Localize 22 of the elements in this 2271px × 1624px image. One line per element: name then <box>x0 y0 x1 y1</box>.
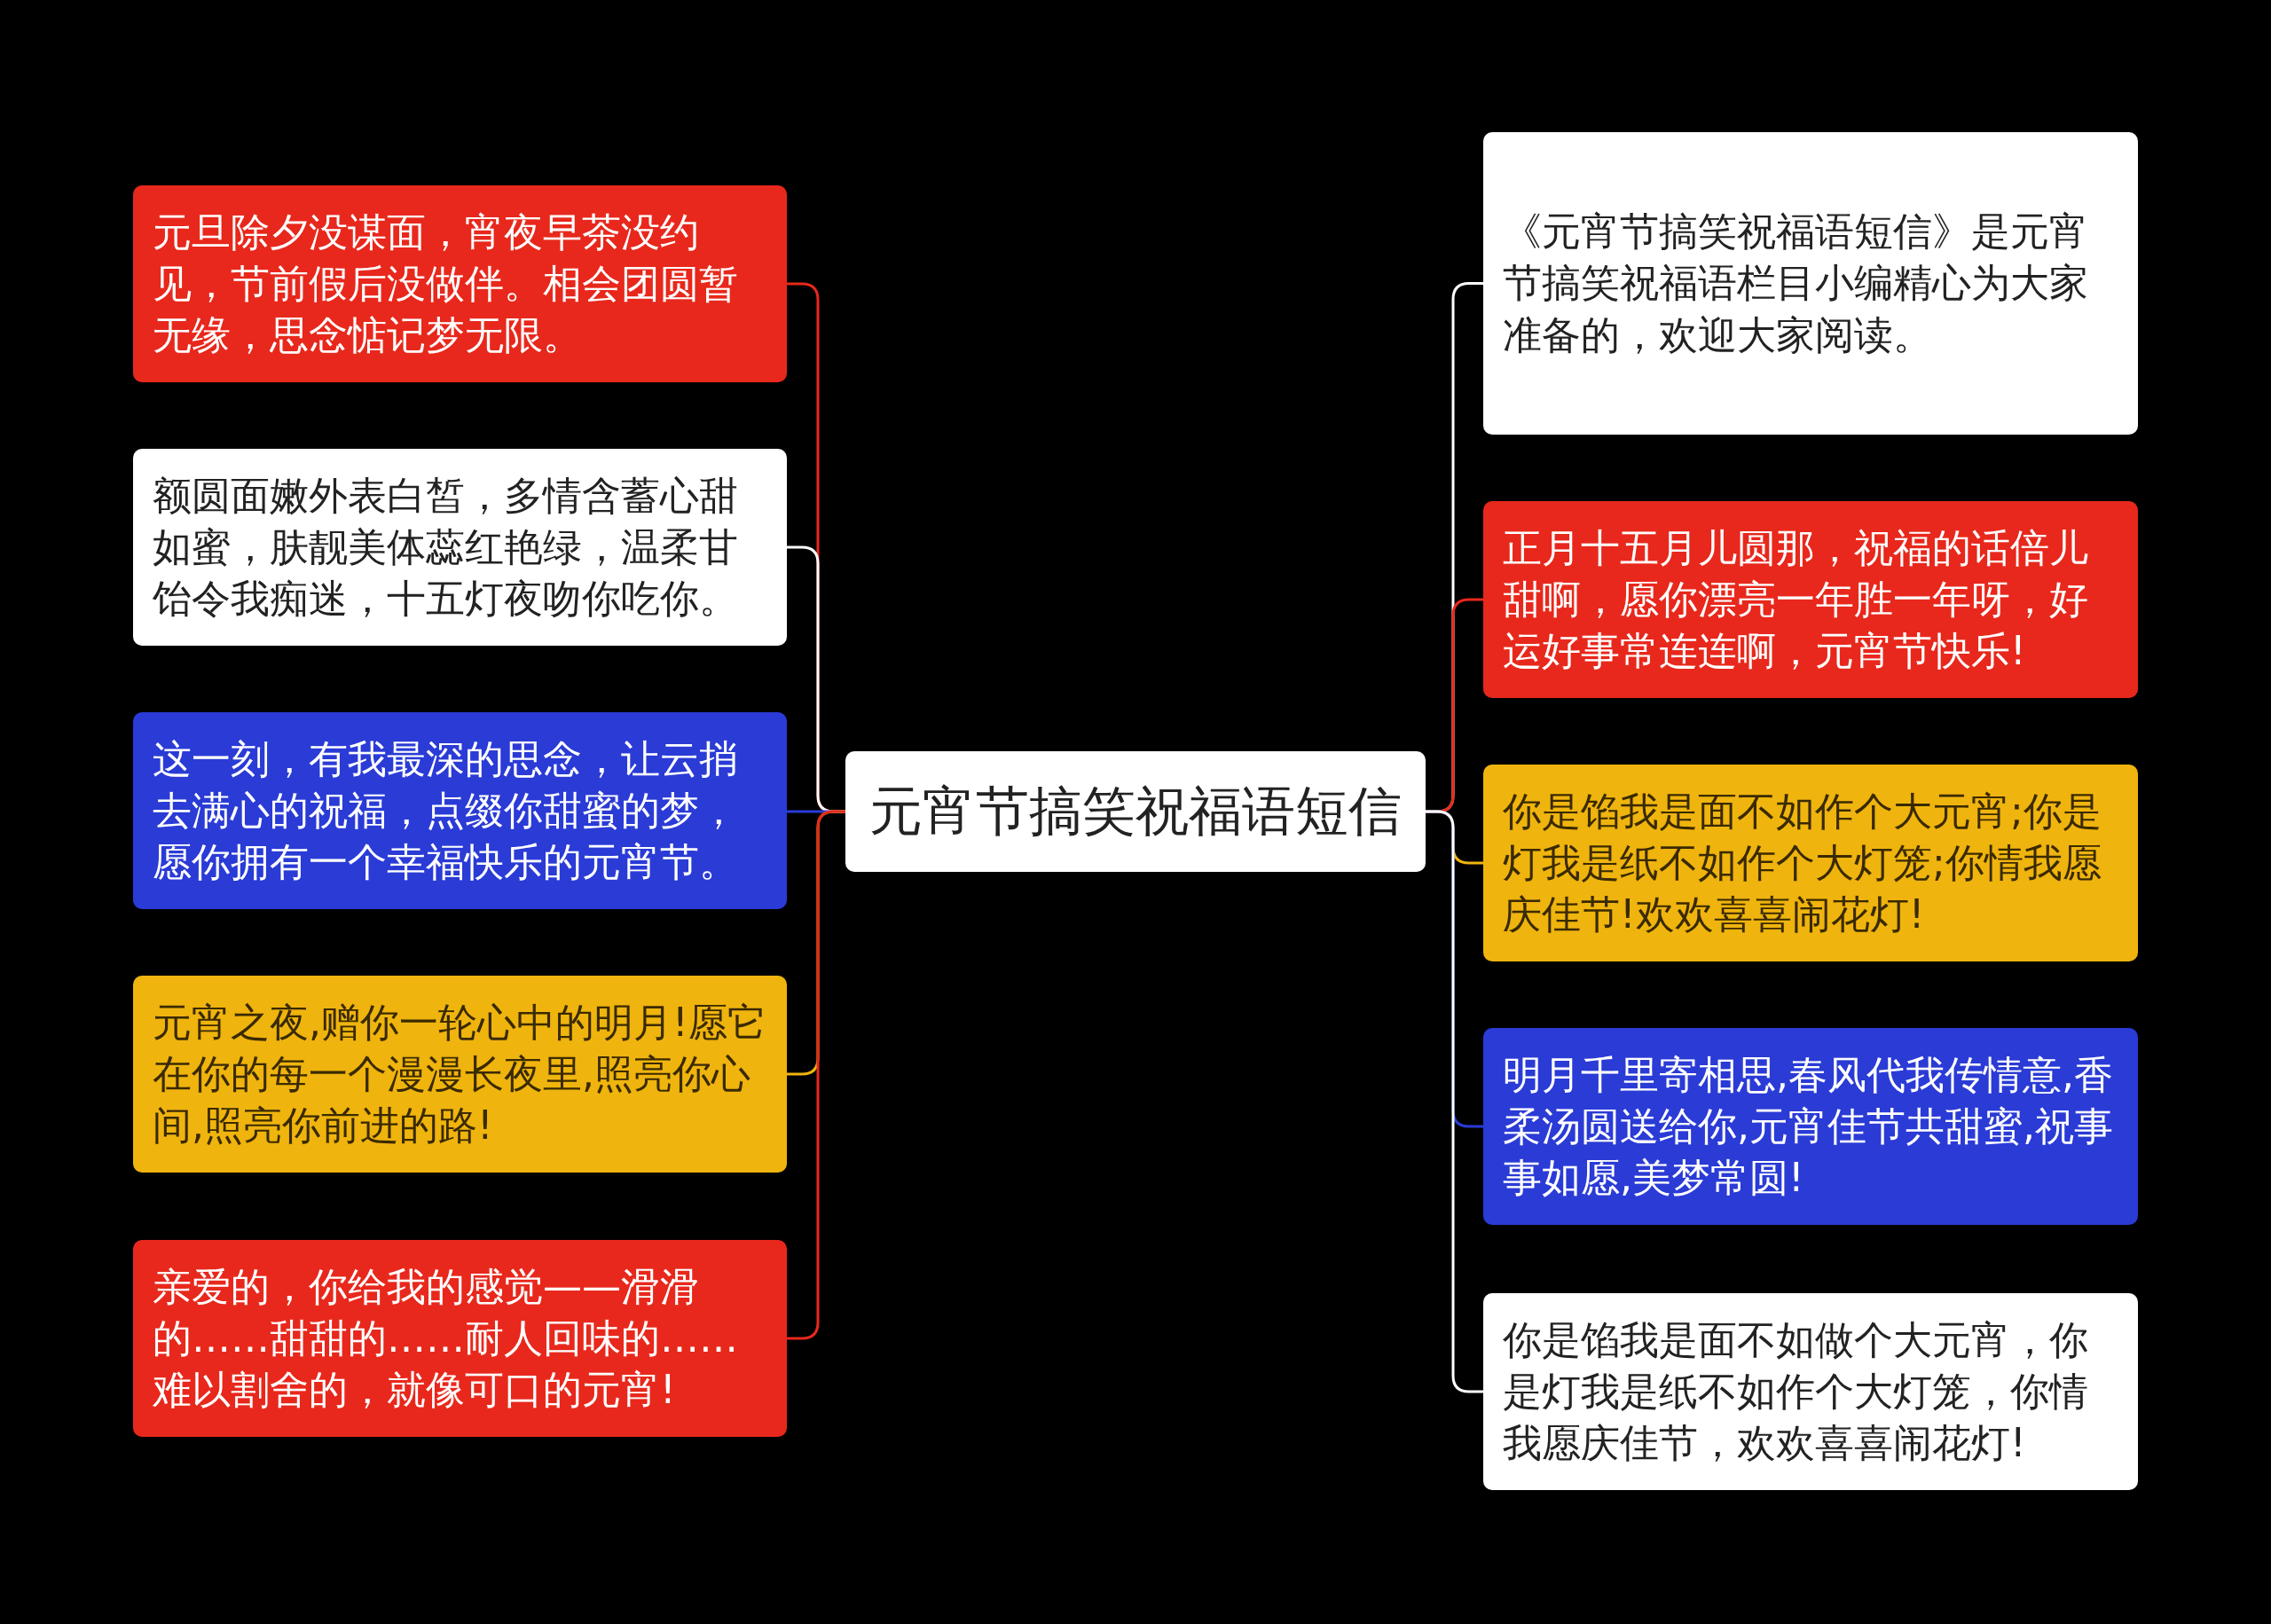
message-box <box>133 712 787 909</box>
message-box <box>133 1240 787 1437</box>
message-box <box>1483 1028 2138 1225</box>
message-text: 亲爱的，你给我的感觉——滑滑的……甜甜的……耐人回味的……难以割舍的，就像可口的元宵! <box>153 1262 739 1415</box>
message-box <box>1483 132 2138 435</box>
message-box <box>1483 501 2138 698</box>
message-text: 你是馅我是面不如做个大元宵，你是灯我是纸不如作个大灯笼，你情我愿庆佳节，欢欢喜喜闹花灯! <box>1503 1315 2089 1468</box>
message-text: 明月千里寄相思,春风代我传情意,香柔汤圆送给你,元宵佳节共甜蜜,祝事事如愿,美梦常圆! <box>1503 1050 2114 1203</box>
message-text: 元宵之夜,赠你一轮心中的明月!愿它在你的每一个漫漫长夜里,照亮你心间,照亮你前进的路! <box>153 998 767 1150</box>
message-box <box>133 976 787 1173</box>
message-text: 额圆面嫩外表白皙，多情含蓄心甜如蜜，肤靓美体蕊红艳绿，温柔甘饴令我痴迷，十五灯夜吻你吃你。 <box>153 471 739 624</box>
message-text: 正月十五月儿圆那，祝福的话倍儿甜啊，愿你漂亮一年胜一年呀，好运好事常连连啊，元宵节快乐! <box>1503 523 2089 676</box>
topic-box <box>845 751 1426 872</box>
message-box <box>133 449 787 646</box>
message-text: 这一刻，有我最深的思念，让云捎去满心的祝福，点缀你甜蜜的梦，愿你拥有一个幸福快乐的元宵节。 <box>153 734 739 887</box>
message-text: 元旦除夕没谋面，宵夜早茶没约见，节前假后没做伴。相会团圆暂无缘，思念惦记梦无限。 <box>153 208 739 360</box>
message-box <box>1483 1293 2138 1490</box>
topic-text: 元宵节搞笑祝福语短信 <box>869 779 1402 844</box>
message-box <box>133 185 787 382</box>
message-box <box>1483 765 2138 961</box>
message-text: 《元宵节搞笑祝福语短信》是元宵节搞笑祝福语栏目小编精心为大家准备的，欢迎大家阅读。 <box>1503 208 2089 359</box>
message-text: 你是馅我是面不如作个大元宵;你是灯我是纸不如作个大灯笼;你情我愿庆佳节!欢欢喜喜闹花灯! <box>1503 787 2102 939</box>
